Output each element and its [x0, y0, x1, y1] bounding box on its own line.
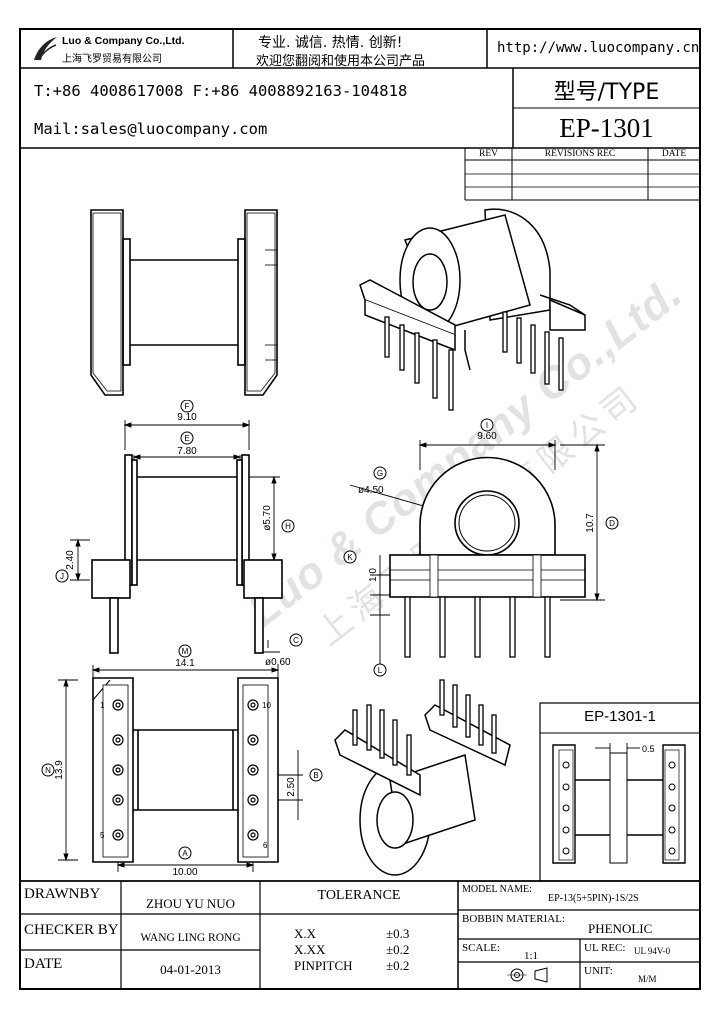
label-D: D: [609, 519, 615, 528]
model-number: EP-1301: [559, 113, 654, 143]
dim-D-value: 10.7: [585, 513, 596, 533]
pin-1-label: 1: [100, 701, 105, 710]
label-L: L: [378, 666, 383, 675]
label-J: J: [60, 572, 64, 581]
company-name-cn: 上海飞罗贸易有限公司: [62, 54, 162, 65]
end-view-dimensioned: 9.60 ø4.50 10.7 1.0 I G D K L: [343, 418, 619, 677]
bobbin-material-label: BOBBIN MATERIAL:: [462, 913, 565, 925]
label-F: F: [185, 402, 190, 411]
date-label: DATE: [24, 956, 63, 972]
company-url[interactable]: http://www.luocompany.cn: [497, 40, 700, 56]
bobbin-material-value: PHENOLIC: [588, 921, 653, 936]
projection-symbol-icon: [507, 967, 548, 983]
label-B: B: [313, 771, 318, 780]
rev-header: REV: [479, 149, 498, 159]
phone-fax: T:+86 4008617008 F:+86 4008892163-104818: [34, 82, 408, 100]
dim-F-value: 9.10: [177, 412, 197, 423]
tolerance-value-xxx: ±0.2: [386, 942, 410, 957]
tolerance-key-xxx: X.XX: [294, 942, 326, 957]
checker-value: WANG LING RONG: [140, 932, 241, 944]
label-G: G: [377, 469, 383, 478]
tolerance-key-pinpitch: PINPITCH: [294, 958, 353, 973]
dim-H-value: ø5.70: [262, 505, 273, 531]
dim-K-value: 1.0: [368, 568, 379, 582]
company-logo-icon: [34, 37, 57, 61]
date-value: 04-01-2013: [160, 962, 221, 977]
model-name-label: MODEL NAME:: [462, 884, 532, 895]
inset-dim-value: 0.5: [642, 744, 655, 754]
checker-label: CHECKER BY: [24, 922, 119, 938]
dim-E-value: 7.80: [177, 446, 197, 457]
date-header: DATE: [661, 149, 687, 159]
slogan-line-2: 欢迎您翻阅和使用本公司产品: [256, 54, 426, 69]
label-C: C: [293, 636, 299, 645]
label-M: M: [182, 647, 189, 656]
dim-G-value: ø4.50: [358, 485, 384, 496]
tolerance-value-xx: ±0.3: [386, 926, 410, 941]
bobbin-isometric-view: [359, 208, 586, 411]
label-I: I: [486, 421, 488, 430]
tolerance-value-pinpitch: ±0.2: [386, 958, 410, 973]
label-E: E: [184, 434, 189, 443]
ul-rec-label: UL REC:: [584, 942, 626, 954]
bottom-view-pin-layout: 1 5 6 10 14.1 13.9 2.50 10.00 M N B A: [41, 644, 323, 878]
unit-value: M/M: [638, 974, 657, 984]
dim-C-value: ø0.60: [265, 657, 291, 668]
ul-rec-value: UL 94V-0: [634, 946, 671, 956]
dim-B-value: 2.50: [286, 777, 297, 797]
label-H: H: [285, 522, 291, 531]
inset-front-view: 0.5: [552, 743, 686, 864]
bobbin-side-view: [90, 209, 278, 396]
unit-label: UNIT:: [584, 965, 613, 977]
type-label: 型号/TYPE: [553, 80, 660, 105]
pin-6-label: 6: [263, 841, 268, 850]
tolerance-label: TOLERANCE: [317, 888, 401, 903]
scale-label: SCALE:: [462, 942, 500, 954]
scale-value: 1:1: [524, 950, 539, 962]
slogan-line-1: 专业. 诚信. 热情. 创新!: [258, 35, 403, 51]
email-address[interactable]: Mail:sales@luocompany.com: [34, 120, 268, 138]
inset-title: EP-1301-1: [584, 708, 656, 725]
tolerance-key-xx: X.X: [294, 926, 317, 941]
pin-10-label: 10: [262, 701, 271, 710]
dim-N-value: 13.9: [54, 760, 65, 780]
drawnby-value: ZHOU YU NUO: [145, 896, 236, 911]
revisions-rec-header: REVISIONS REC: [544, 149, 616, 159]
dim-J-value: 2.40: [65, 550, 76, 570]
label-N: N: [45, 766, 51, 775]
dim-A-value: 10.00: [172, 867, 197, 878]
front-view-dimensioned: 9.10 7.80 ø5.70 2.40 ø0.60 F E H J C: [55, 400, 303, 668]
company-name-en: Luo & Company Co.,Ltd.: [62, 35, 185, 47]
label-K: K: [347, 553, 353, 562]
model-name-value: EP-13(5+5PIN)-1S/2S: [548, 893, 639, 904]
label-A: A: [182, 849, 188, 858]
pin-5-label: 5: [100, 831, 105, 840]
drawnby-label: DRAWNBY: [24, 886, 101, 902]
dim-M-value: 14.1: [175, 658, 195, 669]
bobbin-bottom-isometric-view: [334, 679, 511, 876]
dim-I-value: 9.60: [477, 431, 497, 442]
